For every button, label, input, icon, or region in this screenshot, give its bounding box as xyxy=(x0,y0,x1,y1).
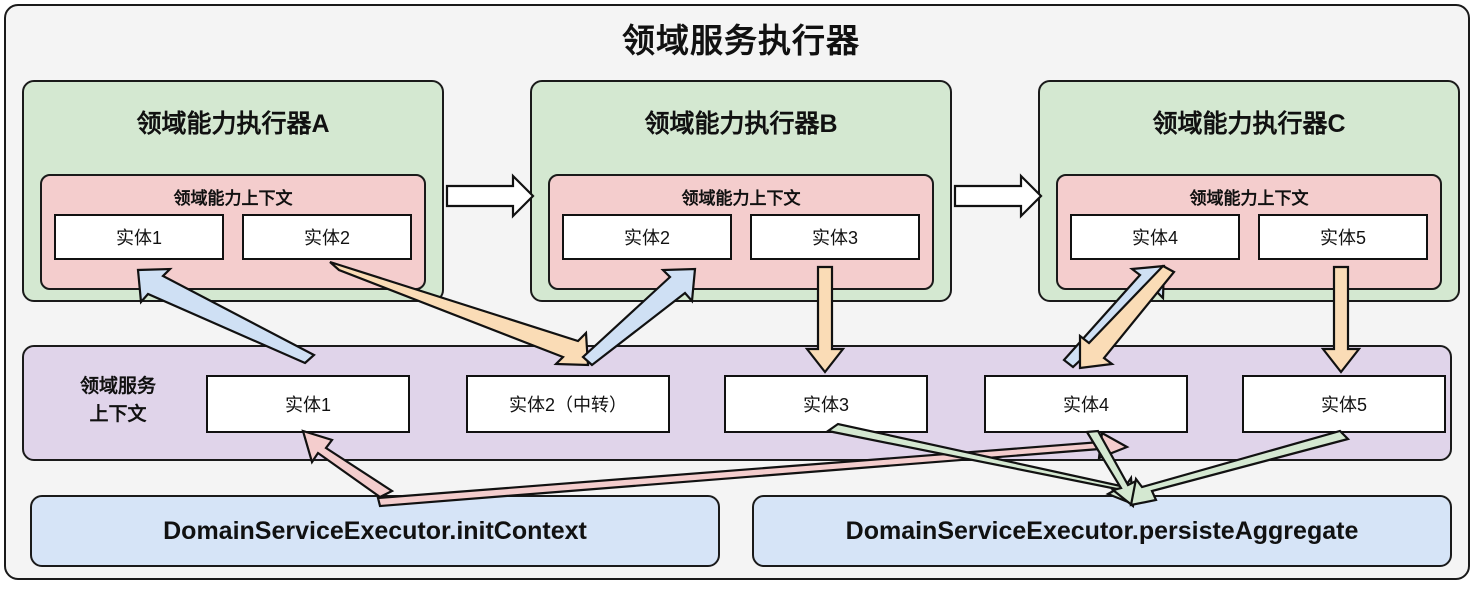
capability-context-c-title: 领域能力上下文 xyxy=(1189,189,1309,208)
capability-b-entity-row: 实体2 实体3 xyxy=(562,214,920,260)
domain-service-context-label-line2: 上下文 xyxy=(89,403,147,425)
entity-box[interactable]: 实体4 xyxy=(1070,214,1240,260)
capability-executor-c-title: 领域能力执行器C xyxy=(1152,110,1346,138)
domain-service-context-label: 领域服务 上下文 xyxy=(48,373,188,428)
entity-box[interactable]: 实体2 xyxy=(562,214,732,260)
entity-box[interactable]: 实体5 xyxy=(1258,214,1428,260)
capability-executor-b-title: 领域能力执行器B xyxy=(644,110,838,138)
method-box-init-context[interactable]: DomainServiceExecutor.initContext xyxy=(30,495,720,567)
service-entity-box[interactable]: 实体5 xyxy=(1242,375,1446,433)
entity-box[interactable]: 实体2 xyxy=(242,214,412,260)
entity-box[interactable]: 实体3 xyxy=(750,214,920,260)
method-box-persiste-aggregate[interactable]: DomainServiceExecutor.persisteAggregate xyxy=(752,495,1452,567)
capability-context-a-title: 领域能力上下文 xyxy=(173,189,293,208)
service-entity-box[interactable]: 实体2（中转） xyxy=(466,375,670,433)
capability-executor-a[interactable]: 领域能力执行器A 领域能力上下文 实体1 实体2 xyxy=(22,80,444,302)
capability-context-b-title: 领域能力上下文 xyxy=(681,189,801,208)
capability-executor-a-title: 领域能力执行器A xyxy=(136,110,330,138)
capability-executor-c[interactable]: 领域能力执行器C 领域能力上下文 实体4 实体5 xyxy=(1038,80,1460,302)
capability-context-a: 领域能力上下文 实体1 实体2 xyxy=(40,174,426,290)
capability-context-b: 领域能力上下文 实体2 实体3 xyxy=(548,174,934,290)
domain-service-context-label-line1: 领域服务 xyxy=(79,376,156,397)
service-entity-box[interactable]: 实体4 xyxy=(984,375,1188,433)
capability-c-entity-row: 实体4 实体5 xyxy=(1070,214,1428,260)
entity-box[interactable]: 实体1 xyxy=(54,214,224,260)
page-title: 领域服务执行器 xyxy=(622,22,860,59)
domain-service-context: 领域服务 上下文 实体1 实体2（中转） 实体3 实体4 实体5 xyxy=(22,345,1452,461)
service-entity-box[interactable]: 实体3 xyxy=(724,375,928,433)
capability-executor-b[interactable]: 领域能力执行器B 领域能力上下文 实体2 实体3 xyxy=(530,80,952,302)
capability-a-entity-row: 实体1 实体2 xyxy=(54,214,412,260)
capability-context-c: 领域能力上下文 实体4 实体5 xyxy=(1056,174,1442,290)
service-entity-box[interactable]: 实体1 xyxy=(206,375,410,433)
